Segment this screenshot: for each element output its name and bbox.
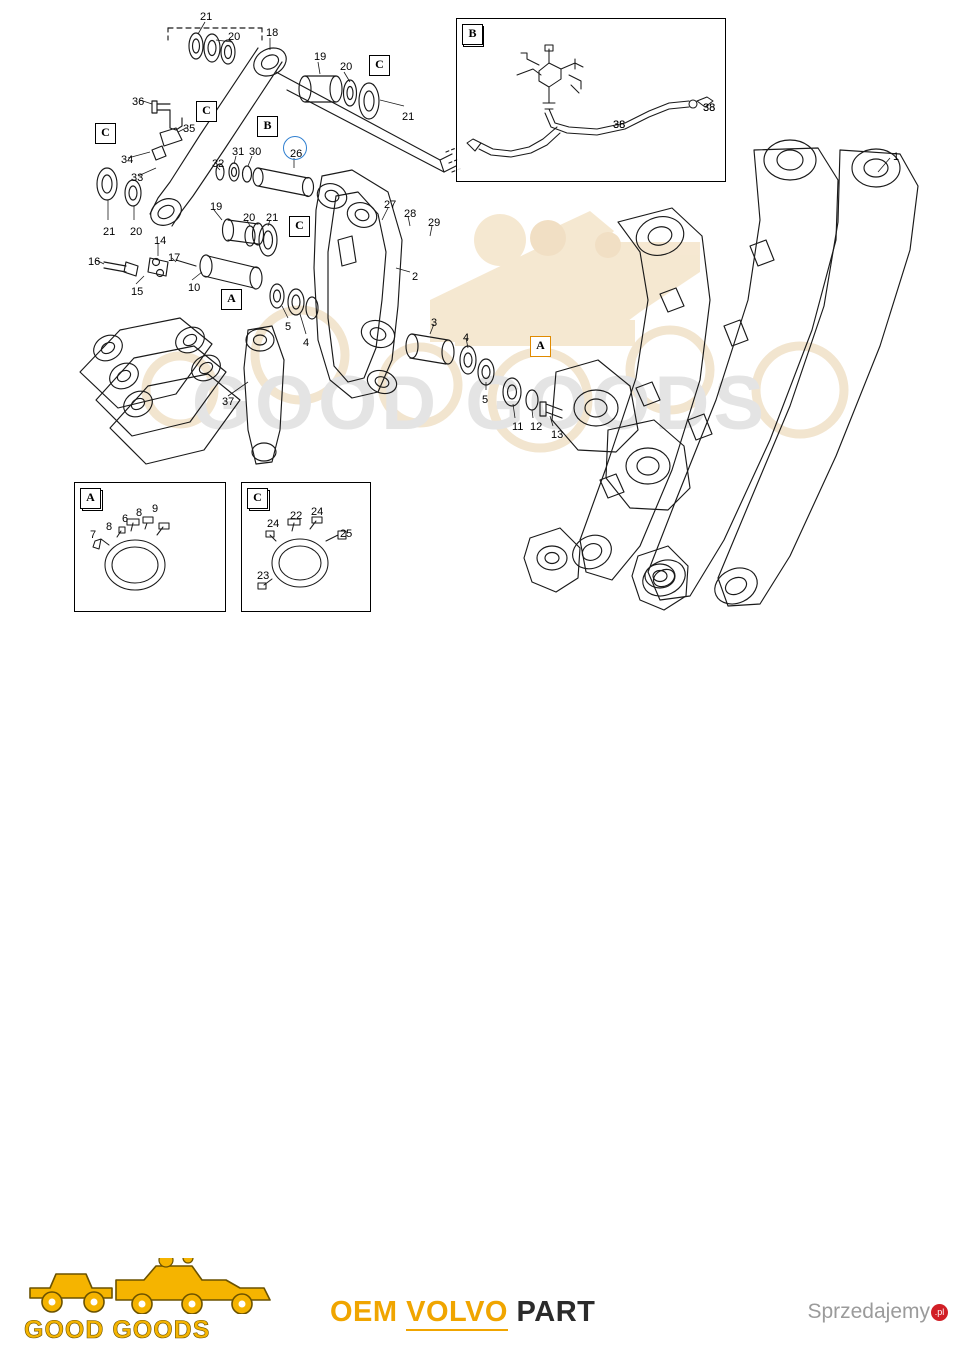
- machine-logo-icon: [29, 1258, 271, 1314]
- callout-number: 22: [290, 510, 303, 522]
- callout-number: 18: [266, 27, 279, 39]
- callout-number: 15: [131, 286, 144, 298]
- group-label-b: B: [257, 116, 278, 137]
- group-label-c: C: [369, 55, 390, 76]
- callout-number: 5: [482, 394, 489, 406]
- oem-suffix: PART: [508, 1296, 596, 1328]
- callout-number: 8: [106, 521, 113, 533]
- callout-number: 24: [267, 518, 280, 530]
- callout-number: 21: [200, 11, 213, 23]
- callout-number: 28: [404, 208, 417, 220]
- oem-part-label: OEM VOLVO PART: [330, 1296, 596, 1331]
- callout-number: 31: [232, 146, 245, 158]
- callout-number: 12: [530, 421, 543, 433]
- callout-number: 25: [340, 528, 353, 540]
- oem-prefix: OEM: [330, 1296, 407, 1328]
- group-label-c: C: [196, 101, 217, 122]
- oem-brand: VOLVO: [406, 1296, 508, 1331]
- callout-number: 23: [257, 570, 270, 582]
- callout-number: 7: [90, 529, 97, 541]
- callout-number: 1: [893, 151, 900, 163]
- callout-number: 27: [384, 199, 397, 211]
- callout-number: 29: [428, 217, 441, 229]
- callout-number: 32: [212, 158, 225, 170]
- callout-number: 4: [463, 332, 470, 344]
- detail-box-label-b: B: [462, 24, 483, 45]
- callout-number: 10: [188, 282, 201, 294]
- callout-number: 38: [613, 119, 626, 131]
- callout-number: 14: [154, 235, 167, 247]
- callout-number: 3: [431, 317, 438, 329]
- group-label-a: A: [221, 289, 242, 310]
- callout-number: 21: [266, 212, 279, 224]
- callout-number: 6: [122, 513, 129, 525]
- group-label-c: C: [289, 216, 310, 237]
- callout-number: 8: [136, 507, 143, 519]
- callout-number: 37: [222, 396, 235, 408]
- detail-box-label-c: C: [247, 488, 268, 509]
- callout-number: 20: [130, 226, 143, 238]
- callout-number: 5: [285, 321, 292, 333]
- callout-number: 21: [402, 111, 415, 123]
- callout-number: 13: [551, 429, 564, 441]
- detail-box-b: [456, 18, 726, 182]
- callout-number: 19: [210, 201, 223, 213]
- site-watermark: Sprzedajemy.pl: [807, 1300, 948, 1324]
- callout-number: 16: [88, 256, 101, 268]
- selected-part-highlight[interactable]: [283, 136, 307, 160]
- brand-name: GOOD GOODS: [24, 1316, 211, 1345]
- parts-line-art: [79, 21, 919, 611]
- detail-c-art: [257, 516, 347, 590]
- site-name: Sprzedajemy: [807, 1300, 930, 1323]
- callout-number: 4: [303, 337, 310, 349]
- callout-number: 38: [703, 102, 716, 114]
- diagram-canvas: GOOD GOODS: [0, 11, 960, 1345]
- callout-number: 38: [613, 119, 626, 131]
- callout-number: 24: [311, 506, 324, 518]
- callout-number: 38: [703, 102, 716, 114]
- detail-b-art: [466, 44, 714, 158]
- callout-number: 11: [512, 421, 524, 433]
- callout-number: 26: [290, 148, 303, 160]
- detail-a-art: [92, 516, 170, 591]
- callout-number: 34: [121, 154, 134, 166]
- callout-number: 20: [243, 212, 256, 224]
- callout-number: 30: [249, 146, 262, 158]
- callout-number: 33: [131, 172, 144, 184]
- brand-logo: GOOD GOODS: [16, 1258, 316, 1344]
- callout-number: 21: [103, 226, 116, 238]
- callout-number: 17: [168, 252, 181, 264]
- callout-number: 2: [412, 271, 419, 283]
- group-label-a: A: [530, 336, 551, 357]
- callout-number: 20: [340, 61, 353, 73]
- callout-number: 19: [314, 51, 327, 63]
- site-tld-badge: .pl: [931, 1304, 948, 1321]
- detail-box-label-a: A: [80, 488, 101, 509]
- callout-number: 36: [132, 96, 145, 108]
- group-label-c: C: [95, 123, 116, 144]
- footer: GOOD GOODS OEM VOLVO PART Sprzedajemy.pl: [0, 628, 960, 1344]
- callout-number: 35: [183, 123, 196, 135]
- callout-number: 20: [228, 31, 241, 43]
- callout-number: 9: [152, 503, 159, 515]
